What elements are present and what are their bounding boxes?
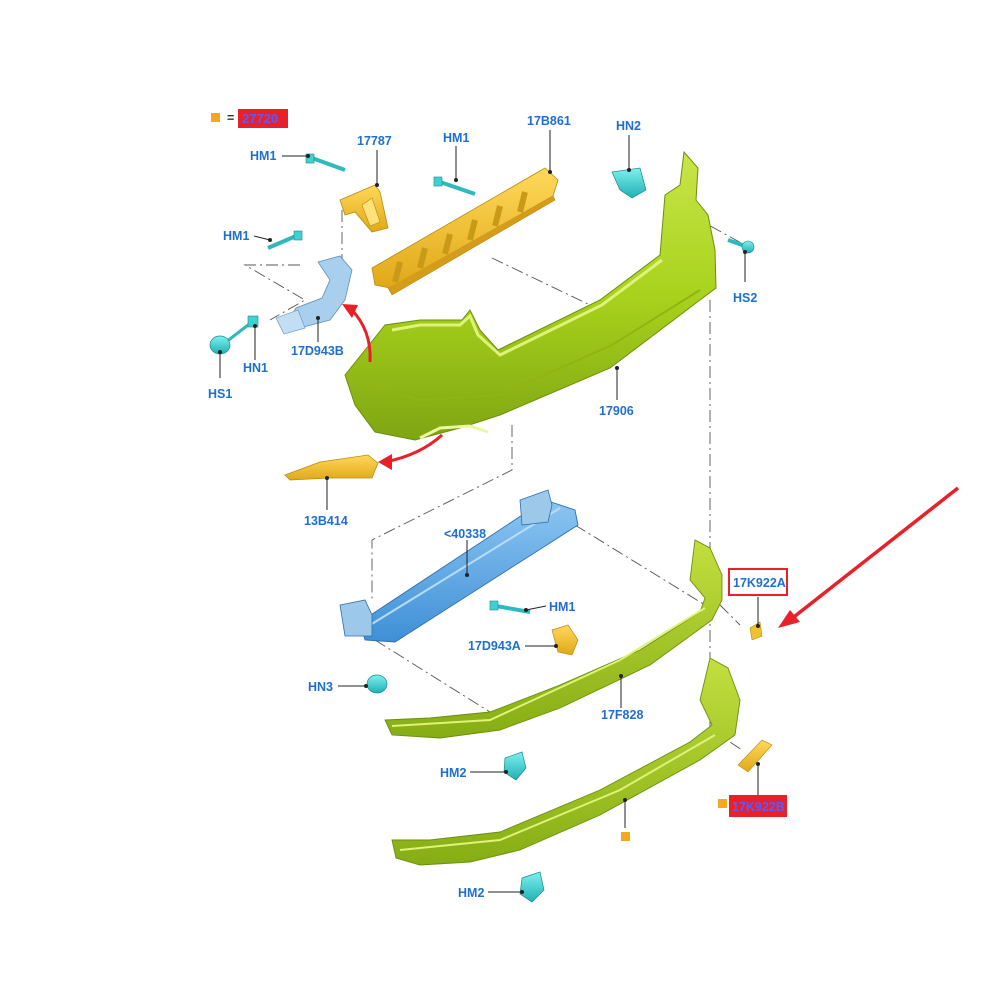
fastener-hm1-b (267, 230, 303, 250)
callout-swatch-17k922b (718, 799, 727, 808)
bracket-17d943a (551, 624, 579, 656)
labels: HM1 17787 HM1 HM1 17B861 HN2 HS2 17D943B… (208, 114, 788, 900)
fastener-hm1-c (433, 176, 476, 196)
label-hm2-b: HM2 (458, 886, 484, 900)
arrow-to-bracket (342, 304, 372, 363)
label-17787: 17787 (357, 134, 392, 148)
fastener-hs2 (727, 238, 755, 254)
fastener-hn1 (225, 315, 259, 344)
bracket-17787 (339, 184, 389, 233)
legend-code-box (238, 109, 288, 128)
label-hn3: HN3 (308, 680, 333, 694)
label-hm1-d: HM1 (549, 600, 575, 614)
lower-valance (391, 657, 741, 866)
label-13b414: 13B414 (304, 514, 348, 528)
label-17906: 17906 (599, 404, 634, 418)
leader-lines (218, 130, 760, 894)
label-hs1: HS1 (208, 387, 232, 401)
bracket-17d943b (275, 255, 353, 335)
label-hm1-a: HM1 (250, 149, 276, 163)
legend: = 27720 (211, 109, 288, 128)
label-hs2: HS2 (733, 291, 757, 305)
callout-box-17k922a (728, 568, 788, 596)
arrow-to-reflector (378, 433, 444, 470)
label-17k922b: 17K922B (732, 800, 785, 814)
label-17f828: 17F828 (601, 708, 643, 722)
label-hm2-a: HM2 (440, 766, 466, 780)
legend-marker-valance (621, 832, 630, 841)
reinforcement-17b861 (371, 167, 559, 296)
bumper-cover-17906 (344, 150, 717, 441)
label-17k922a: 17K922A (733, 576, 786, 590)
alignment-lines (243, 204, 746, 751)
impact-beam-40338 (339, 489, 579, 643)
legend-code: 27720 (242, 111, 278, 126)
label-17d943a: 17D943A (468, 639, 521, 653)
fastener-hm2-b (519, 871, 545, 903)
legend-equals: = (227, 111, 234, 125)
label-17b861: 17B861 (527, 114, 571, 128)
fastener-hn2 (611, 167, 647, 199)
label-hn2: HN2 (616, 119, 641, 133)
fastener-hm1-d (489, 600, 531, 614)
callout-box-17k922b (729, 795, 787, 817)
label-hn1: HN1 (243, 361, 268, 375)
arrow-to-17k922a (778, 486, 960, 628)
fastener-hn3 (366, 674, 388, 694)
legend-swatch (211, 113, 220, 122)
label-40338: <40338 (444, 527, 486, 541)
label-hm1-b: HM1 (223, 229, 249, 243)
part-17k922a (749, 621, 763, 641)
lower-trim-17f828 (384, 539, 723, 739)
reflector-13b414 (284, 454, 379, 481)
fastener-hm2-a (503, 751, 527, 781)
label-17d943b: 17D943B (291, 344, 344, 358)
label-hm1-c: HM1 (443, 131, 469, 145)
fastener-hm1-a (305, 153, 346, 172)
part-17k922b (737, 739, 773, 773)
